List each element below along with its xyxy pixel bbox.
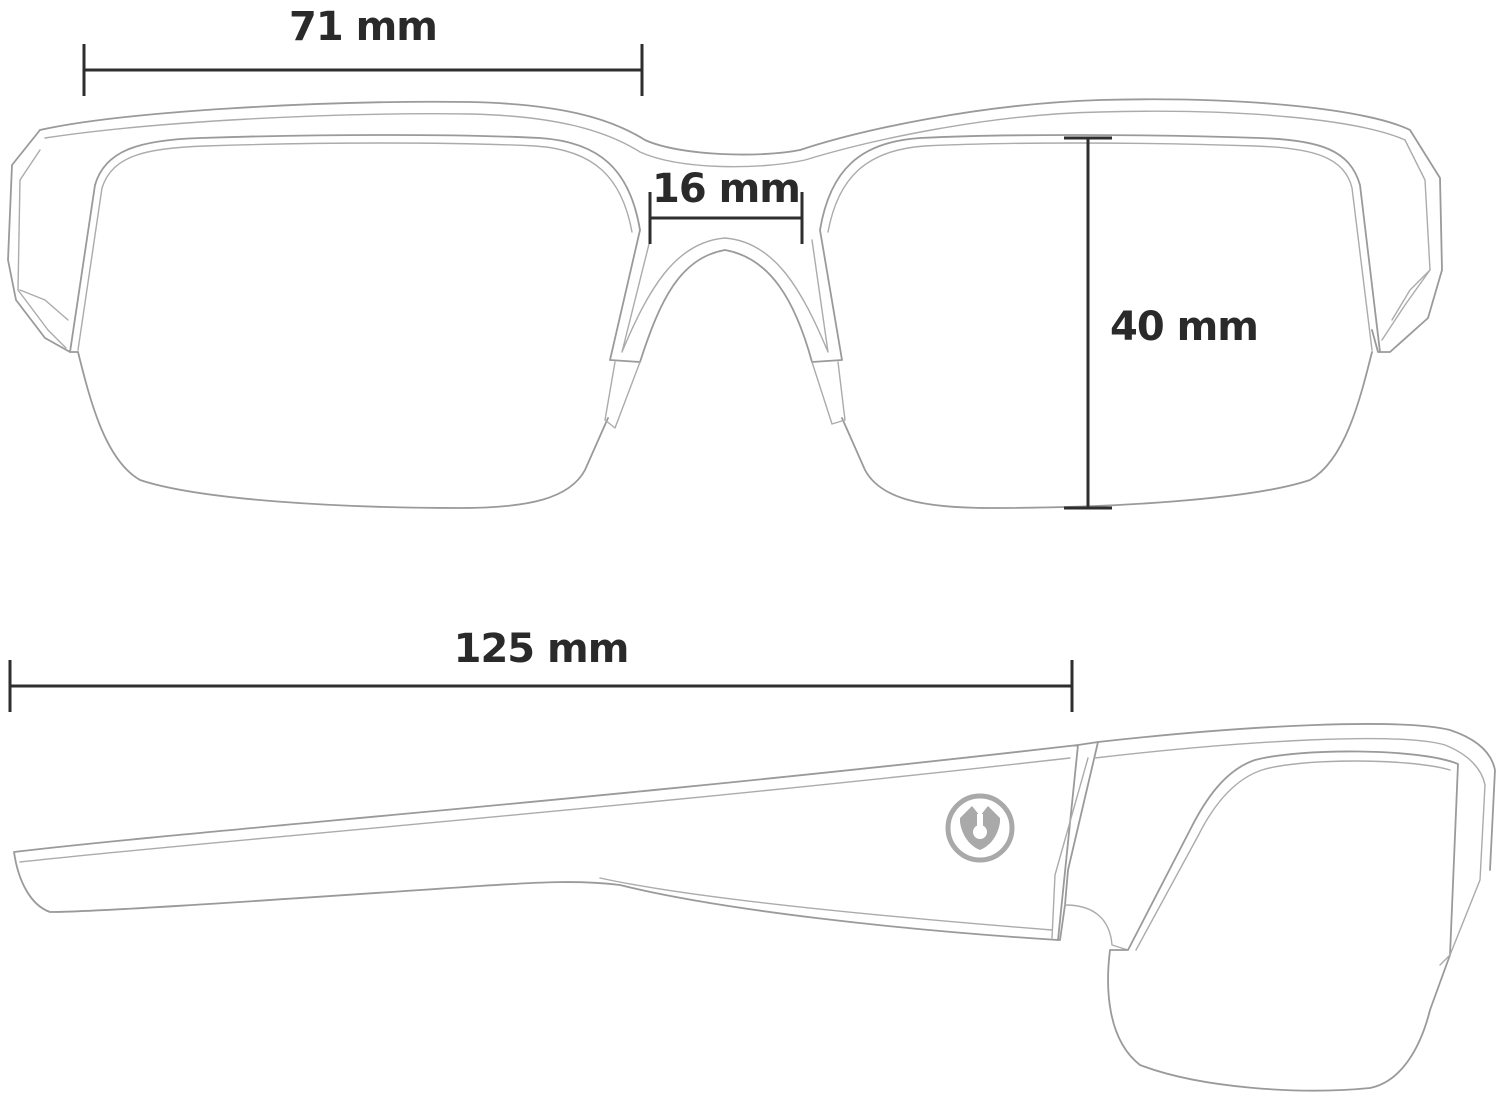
lens-width-label: 71 mm [289, 4, 437, 50]
hinge-piece [1057, 741, 1099, 941]
front-view-glasses [7, 98, 1443, 509]
side-view-glasses [13, 723, 1496, 1092]
temple-arm-lower-inner [599, 877, 1053, 931]
temple-length-label: 125 mm [454, 626, 629, 672]
bridge-width-dimension: 16 mm [648, 166, 804, 244]
right-end-piece-inner [1391, 269, 1431, 321]
side-lens [1107, 750, 1459, 1092]
left-lens-lower [77, 351, 609, 509]
right-lens-upper-rim [819, 134, 1381, 353]
left-nose-pad [604, 361, 641, 429]
frame-top-bar [39, 98, 1443, 353]
temple-arm [13, 744, 1079, 941]
temple-arm-inner [19, 757, 1071, 863]
hinge-connector [1064, 904, 1129, 951]
brand-logo-icon [945, 793, 1015, 863]
bridge-width-label: 16 mm [652, 166, 800, 212]
right-lens-lower [841, 351, 1373, 509]
hinge-piece-inner [1051, 757, 1089, 939]
lens-width-dimension: 71 mm [82, 4, 644, 96]
lens-height-label: 40 mm [1110, 304, 1258, 350]
side-frame-top [1097, 723, 1496, 871]
right-lens-upper-rim-inner [827, 142, 1373, 351]
right-nose-pad [811, 361, 846, 425]
nose-bridge-inner [621, 237, 829, 353]
left-end-piece-inner [19, 289, 69, 321]
right-end-piece [1381, 139, 1431, 341]
lens-height-dimension: 40 mm [1064, 136, 1259, 510]
left-lens-upper-rim [69, 134, 641, 353]
temple-length-dimension: 125 mm [8, 626, 1074, 712]
side-frame-front-edge [1439, 784, 1486, 966]
left-lens-upper-rim-inner [77, 142, 633, 351]
nose-bridge [609, 229, 843, 363]
left-end-piece [17, 149, 67, 349]
frame-top-inner [44, 110, 1406, 168]
side-lens-inner [1135, 760, 1451, 951]
side-frame-top-inner [1094, 737, 1486, 786]
